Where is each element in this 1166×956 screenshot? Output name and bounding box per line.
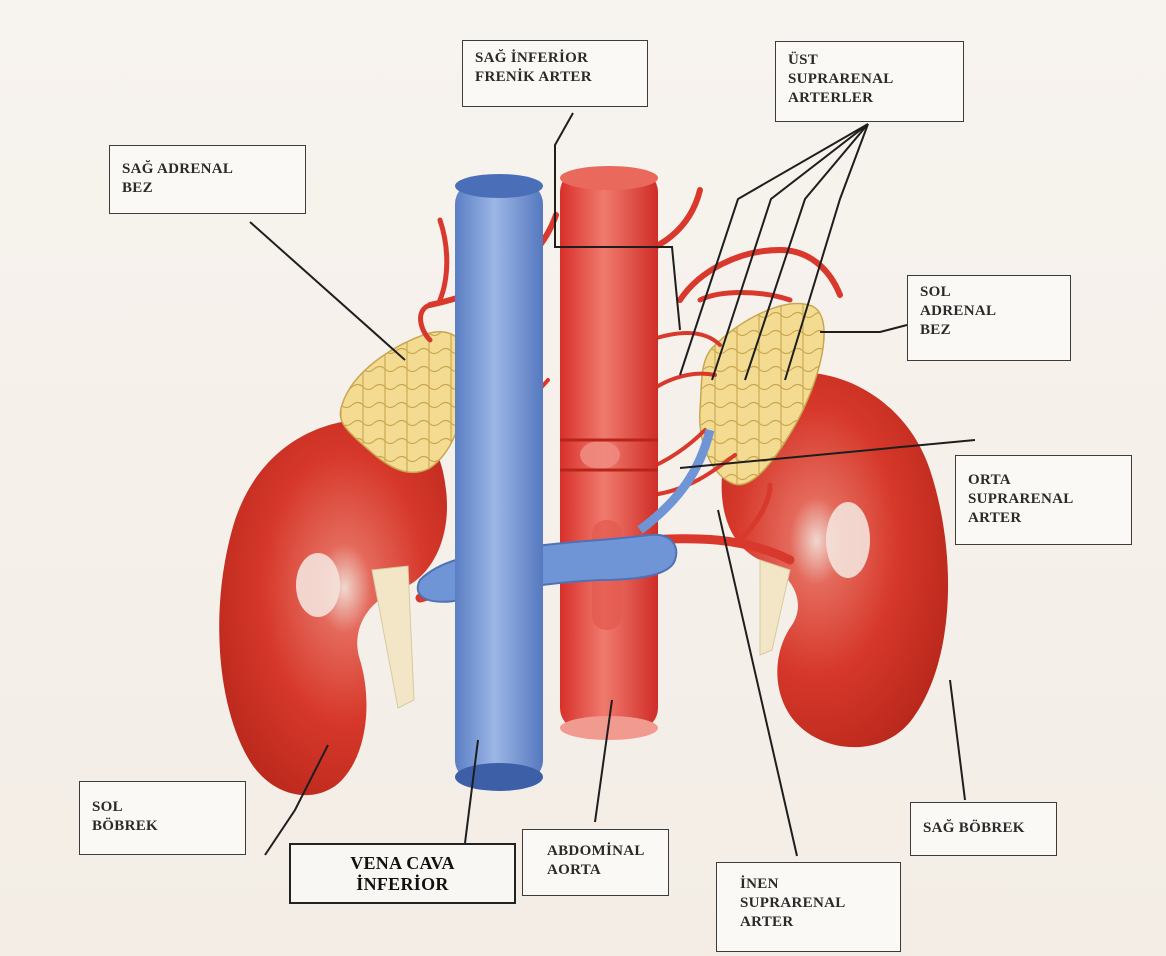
label-line: SUPRARENAL bbox=[968, 490, 1119, 509]
label-line: ÜST bbox=[788, 51, 951, 70]
label-line: SUPRARENAL bbox=[788, 70, 951, 89]
label-abdominal-aorta: ABDOMİNAL AORTA bbox=[522, 829, 669, 896]
label-line: BEZ bbox=[920, 321, 1058, 340]
label-line: AORTA bbox=[547, 861, 656, 880]
label-sag-inferior-frenik-arter: SAĞ İNFERİOR FRENİK ARTER bbox=[462, 40, 648, 107]
label-line: SOL bbox=[920, 283, 1058, 302]
label-line: SAĞ İNFERİOR bbox=[475, 49, 635, 68]
label-line: ABDOMİNAL bbox=[547, 842, 656, 861]
label-line: SAĞ BÖBREK bbox=[923, 819, 1044, 838]
label-line: SOL bbox=[92, 798, 233, 817]
label-line: ARTERLER bbox=[788, 89, 951, 108]
label-line: BEZ bbox=[122, 179, 293, 198]
label-line: İNFERİOR bbox=[299, 874, 506, 895]
label-line: ORTA bbox=[968, 471, 1119, 490]
label-line: BÖBREK bbox=[92, 817, 233, 836]
aorta bbox=[560, 166, 658, 740]
label-line: ADRENAL bbox=[920, 302, 1058, 321]
label-line: SUPRARENAL bbox=[740, 894, 888, 913]
label-line: ARTER bbox=[968, 509, 1119, 528]
label-orta-suprarenal-arter: ORTA SUPRARENAL ARTER bbox=[955, 455, 1132, 545]
label-inen-suprarenal-arter: İNEN SUPRARENAL ARTER bbox=[716, 862, 901, 952]
right-kidney-highlight bbox=[826, 502, 870, 578]
label-vena-cava-inferior: VENA CAVA İNFERİOR bbox=[289, 843, 516, 904]
left-renal-pelvis bbox=[372, 566, 414, 708]
label-sol-adrenal-bez: SOL ADRENAL BEZ bbox=[907, 275, 1071, 361]
label-line: FRENİK ARTER bbox=[475, 68, 635, 87]
label-sol-bobrek: SOL BÖBREK bbox=[79, 781, 246, 855]
label-sag-adrenal-bez: SAĞ ADRENAL BEZ bbox=[109, 145, 306, 214]
label-line: ARTER bbox=[740, 913, 888, 932]
label-line: VENA CAVA bbox=[299, 853, 506, 874]
label-sag-bobrek: SAĞ BÖBREK bbox=[910, 802, 1057, 856]
label-line: İNEN bbox=[740, 875, 888, 894]
label-line: SAĞ ADRENAL bbox=[122, 160, 293, 179]
left-kidney-highlight bbox=[296, 553, 340, 617]
label-ust-suprarenal-arterler: ÜST SUPRARENAL ARTERLER bbox=[775, 41, 964, 122]
